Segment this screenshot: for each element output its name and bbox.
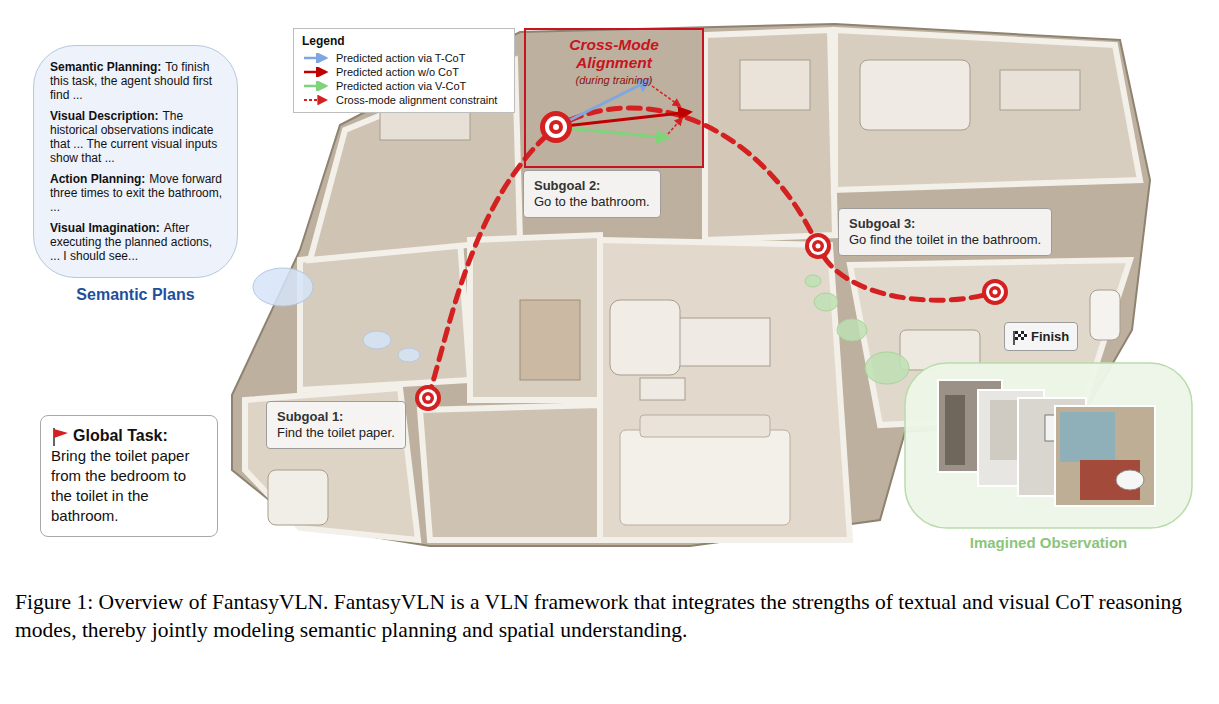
legend-row: Predicted action via T-CoT xyxy=(302,51,506,65)
bubble-outline: Semantic Planning:To finish this task, t… xyxy=(33,45,238,278)
legend-row: Cross-mode alignment constraint xyxy=(302,93,506,107)
box-label: Finish xyxy=(1031,329,1069,344)
legend-sample xyxy=(302,81,330,91)
plans-bubble: Semantic Planning:To finish this task, t… xyxy=(33,45,238,304)
plan-paragraph: Visual Imagination:After executing the p… xyxy=(50,221,223,263)
finish-flag-icon xyxy=(1012,330,1028,346)
plan-heading: Visual Description: xyxy=(50,109,158,123)
box-heading: Subgoal 2: xyxy=(534,178,650,194)
plan-heading: Action Planning: xyxy=(50,172,145,186)
legend-sample xyxy=(302,95,330,105)
plan-paragraph: Semantic Planning:To finish this task, t… xyxy=(50,60,223,102)
thought-bubbles xyxy=(253,268,909,384)
box-body: Go find the toilet in the bathroom. xyxy=(849,232,1041,248)
legend-sample xyxy=(302,67,330,77)
legend-row: Predicted action w/o CoT xyxy=(302,65,506,79)
floor-plan xyxy=(232,24,1150,546)
figure-caption: Figure 1: Overview of FantasyVLN. Fantas… xyxy=(15,588,1210,644)
alignment-arrows xyxy=(556,80,690,138)
subgoal-box: Subgoal 3:Go find the toilet in the bath… xyxy=(838,208,1052,256)
imagined-bubble xyxy=(905,363,1192,528)
box-title: Cross-Mode Alignment xyxy=(530,36,698,72)
legend-text: Predicted action via V-CoT xyxy=(336,80,466,92)
subgoal-box: Subgoal 1:Find the toilet paper. xyxy=(266,401,406,449)
plan-paragraph: Visual Description:The historical observ… xyxy=(50,109,223,165)
legend-box: LegendPredicted action via T-CoT Predicte… xyxy=(293,28,515,113)
imagined-bubble-node: Imagined Observation xyxy=(905,363,1192,528)
box-body: Bring the toilet paper from the bedroom … xyxy=(51,446,208,526)
legend-text: Cross-mode alignment constraint xyxy=(336,94,497,106)
plan-paragraph: Action Planning:Move forward three times… xyxy=(50,172,223,214)
task-box: Global Task:Bring the toilet paper from … xyxy=(40,415,218,537)
box-body: Find the toilet paper. xyxy=(277,425,395,441)
legend-title: Legend xyxy=(302,34,506,48)
plan-heading: Visual Imagination: xyxy=(50,221,160,235)
legend-text: Predicted action via T-CoT xyxy=(336,52,465,64)
bubble-label: Semantic Plans xyxy=(33,286,238,304)
subgoal-box: Subgoal 2:Go to the bathroom. xyxy=(523,170,661,218)
bubble-label: Imagined Observation xyxy=(905,534,1192,551)
box-heading: Global Task: xyxy=(51,426,208,446)
box-body: Go to the bathroom. xyxy=(534,194,650,210)
box-heading: Subgoal 3: xyxy=(849,216,1041,232)
target-markers xyxy=(415,111,1008,411)
legend-row: Predicted action via V-CoT xyxy=(302,79,506,93)
legend-sample xyxy=(302,53,330,63)
plan-heading: Semantic Planning: xyxy=(50,60,161,74)
box-heading: Subgoal 1: xyxy=(277,409,395,425)
alignment-box: Cross-Mode Alignment (during training) xyxy=(524,28,704,168)
task-flag-icon xyxy=(51,427,69,447)
box-subtitle: (during training) xyxy=(530,74,698,86)
finish-box: Finish xyxy=(1004,322,1078,351)
legend-text: Predicted action w/o CoT xyxy=(336,66,459,78)
